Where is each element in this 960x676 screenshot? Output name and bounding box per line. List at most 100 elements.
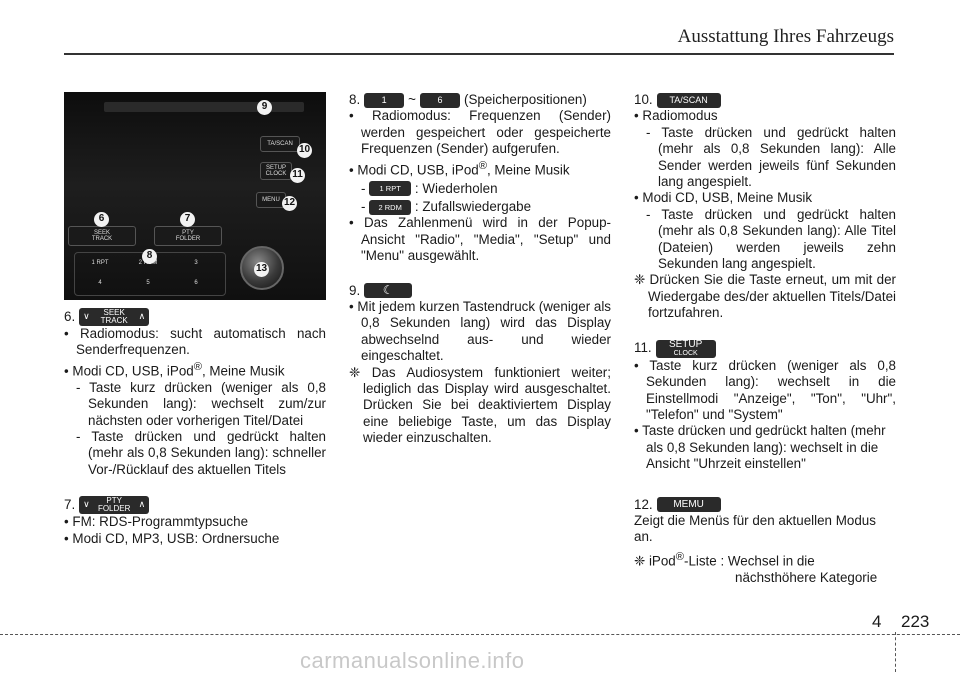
s8-dash-repeat: - 1 RPT : Wiederholen <box>361 180 498 197</box>
folder-label: FOLDER <box>97 504 131 514</box>
s9-note: ❈ Das Audiosystem funktioniert weiter; l… <box>349 364 611 446</box>
setup-clock-key: SETUP CLOCK <box>655 339 716 358</box>
s8-modes-text-end: , Meine Musik <box>486 162 570 178</box>
section-11-heading: 11. SETUP CLOCK <box>634 339 896 358</box>
chevron-down-icon: ∨ <box>83 499 90 510</box>
footer-divider <box>895 632 897 672</box>
photo-setup-label: SETUP <box>265 165 286 171</box>
section-6-number: 6. <box>64 308 76 324</box>
s7-bullet-modes: • Modi CD, MP3, USB: Ordnersuche <box>64 530 280 546</box>
s6-modes-text-end: , Meine Musik <box>201 363 285 379</box>
photo-seek-label: SEEK <box>93 230 110 236</box>
s8-bullet-modes: • Modi CD, USB, iPod®, Meine Musik <box>349 158 611 179</box>
seek-label: SEEK <box>103 308 125 317</box>
s10-dash-modes: - Taste drücken und gedrückt halten (meh… <box>646 206 896 272</box>
preset-1-key: 1 <box>364 92 405 108</box>
s8-dash-random: - 2 RDM : Zufallswiedergabe <box>361 198 532 215</box>
s6-dash-short-press: - Taste kurz drücken (weniger als 0,8 Se… <box>76 379 326 428</box>
marker-8: 8 <box>142 249 157 264</box>
photo-setup-clock-button: SETUP CLOCK <box>260 162 292 180</box>
photo-pty-label: PTY <box>182 230 194 236</box>
photo-preset-3: 3 <box>194 259 198 266</box>
menu-key: MEMU <box>656 497 721 513</box>
marker-11: 11 <box>290 168 305 183</box>
pty-label: PTY <box>106 496 122 506</box>
section-11-number: 11. <box>634 340 652 356</box>
pty-folder-key: ∨ PTY FOLDER ∧ <box>79 496 150 515</box>
photo-clock-label: CLOCK <box>265 171 287 177</box>
photo-seek-track-button: SEEK TRACK <box>68 226 136 246</box>
photo-ta-scan-button: TA/SCAN <box>260 136 300 152</box>
column-3: 10. TA/SCAN • Radiomodus - Taste drücken… <box>634 92 896 586</box>
rdm-key: 2 RDM <box>369 199 412 215</box>
footer-rule <box>0 634 960 635</box>
marker-6: 6 <box>94 212 109 227</box>
chevron-up-icon: ∧ <box>138 311 146 321</box>
seek-track-key: ∨ SEEK TRACK ∧ <box>79 308 150 326</box>
section-8-title: (Speicherpositionen) <box>464 92 587 107</box>
photo-folder-label: FOLDER <box>175 236 201 242</box>
marker-7: 7 <box>180 212 195 227</box>
s6-dash-long-press: - Taste drücken und gedrückt halten (meh… <box>76 428 326 477</box>
s10-bullet-modes: • Modi CD, USB, Meine Musik <box>634 190 813 206</box>
s12-text: Zeigt die Menüs für den aktuellen Modus … <box>634 512 876 545</box>
section-10-number: 10. <box>634 92 653 107</box>
section-9-heading: 9. ☾ <box>349 283 611 299</box>
s8-bullet-radio: • Radiomodus: Frequenzen (Sender) werden… <box>349 108 611 157</box>
section-7-heading: 7. ∨ PTY FOLDER ∧ <box>64 496 326 515</box>
marker-9: 9 <box>257 100 272 115</box>
s8-bullet-popup: • Das Zahlenmenü wird in der Popup-Ansic… <box>349 215 611 264</box>
moon-icon: ☾ <box>364 283 413 299</box>
s7-bullet-fm: • FM: RDS-Programmtypsuche <box>64 514 249 530</box>
s6-bullet-radio: • Radiomodus: sucht automatisch nach Sen… <box>64 326 326 358</box>
s10-dash-radio: - Taste drücken und gedrückt halten (meh… <box>646 124 896 190</box>
registered-mark: ® <box>675 550 684 563</box>
section-10-heading: 10. TA/SCAN <box>634 92 896 108</box>
registered-mark: ® <box>193 360 202 373</box>
s9-bullet-display: • Mit jedem kurzen Tastendruck (weniger … <box>349 298 611 364</box>
track-label: TRACK <box>100 316 128 325</box>
repeat-text: : Wiederholen <box>414 180 498 196</box>
marker-10: 10 <box>297 143 312 158</box>
page-header-title: Ausstattung Ihres Fahrzeugs <box>677 26 894 47</box>
section-12-heading: 12. MEMU <box>634 497 896 513</box>
chevron-down-icon: ∨ <box>83 311 90 321</box>
photo-preset-5: 5 <box>146 279 150 286</box>
s12-note-post: -Liste : Wechsel in die <box>683 553 815 569</box>
s12-note-line2: nächsthöhere Kategorie <box>735 569 878 585</box>
s10-bullet-radio: • Radiomodus <box>634 108 718 124</box>
section-8-heading: 8. 1 ~ 6 (Speicherpositionen) <box>349 92 611 108</box>
s11-bullet-long-press: • Taste drücken und gedrückt halten (meh… <box>634 423 886 472</box>
preset-6-key: 6 <box>420 92 460 108</box>
ta-scan-key: TA/SCAN <box>656 92 721 108</box>
s11-bullet-short-press: • Taste kurz drücken (weniger als 0,8 Se… <box>634 357 896 422</box>
column-1: TA/SCAN SETUP CLOCK MENU SEEK TRACK PTY … <box>64 92 326 547</box>
s6-modes-text: • Modi CD, USB, iPod <box>64 363 194 379</box>
header-rule <box>64 53 894 55</box>
photo-preset-1: 1 RPT <box>91 259 109 266</box>
watermark: carmanualsonline.info <box>300 648 525 673</box>
chapter-number: 4 <box>872 612 882 631</box>
page-number: 223 <box>901 612 930 631</box>
s12-note: ❈ iPod®-Liste : Wechsel in die <box>634 549 896 570</box>
section-9-number: 9. <box>349 282 361 298</box>
registered-mark: ® <box>478 159 487 172</box>
photo-preset-6: 6 <box>194 279 198 286</box>
photo-track-label: TRACK <box>91 236 113 242</box>
section-6-heading: 6. ∨ SEEK TRACK ∧ <box>64 308 326 326</box>
photo-pty-folder-button: PTY FOLDER <box>154 226 222 246</box>
clock-label: CLOCK <box>673 350 698 358</box>
marker-13: 13 <box>254 262 269 277</box>
s12-note-pre: ❈ iPod <box>634 553 676 569</box>
section-7-number: 7. <box>64 496 76 512</box>
s10-note: ❈ Drücken Sie die Taste erneut, um mit d… <box>634 272 896 321</box>
s8-modes-text: • Modi CD, USB, iPod <box>349 162 479 178</box>
tilde: ~ <box>408 92 416 107</box>
section-12-number: 12. <box>634 496 653 512</box>
s6-bullet-modes: • Modi CD, USB, iPod®, Meine Musik <box>64 359 326 380</box>
setup-label: SETUP <box>668 339 703 351</box>
section-8-number: 8. <box>349 92 361 107</box>
column-2: 8. 1 ~ 6 (Speicherpositionen) • Radiomod… <box>349 92 611 447</box>
photo-preset-4: 4 <box>98 279 102 286</box>
marker-12: 12 <box>282 196 297 211</box>
